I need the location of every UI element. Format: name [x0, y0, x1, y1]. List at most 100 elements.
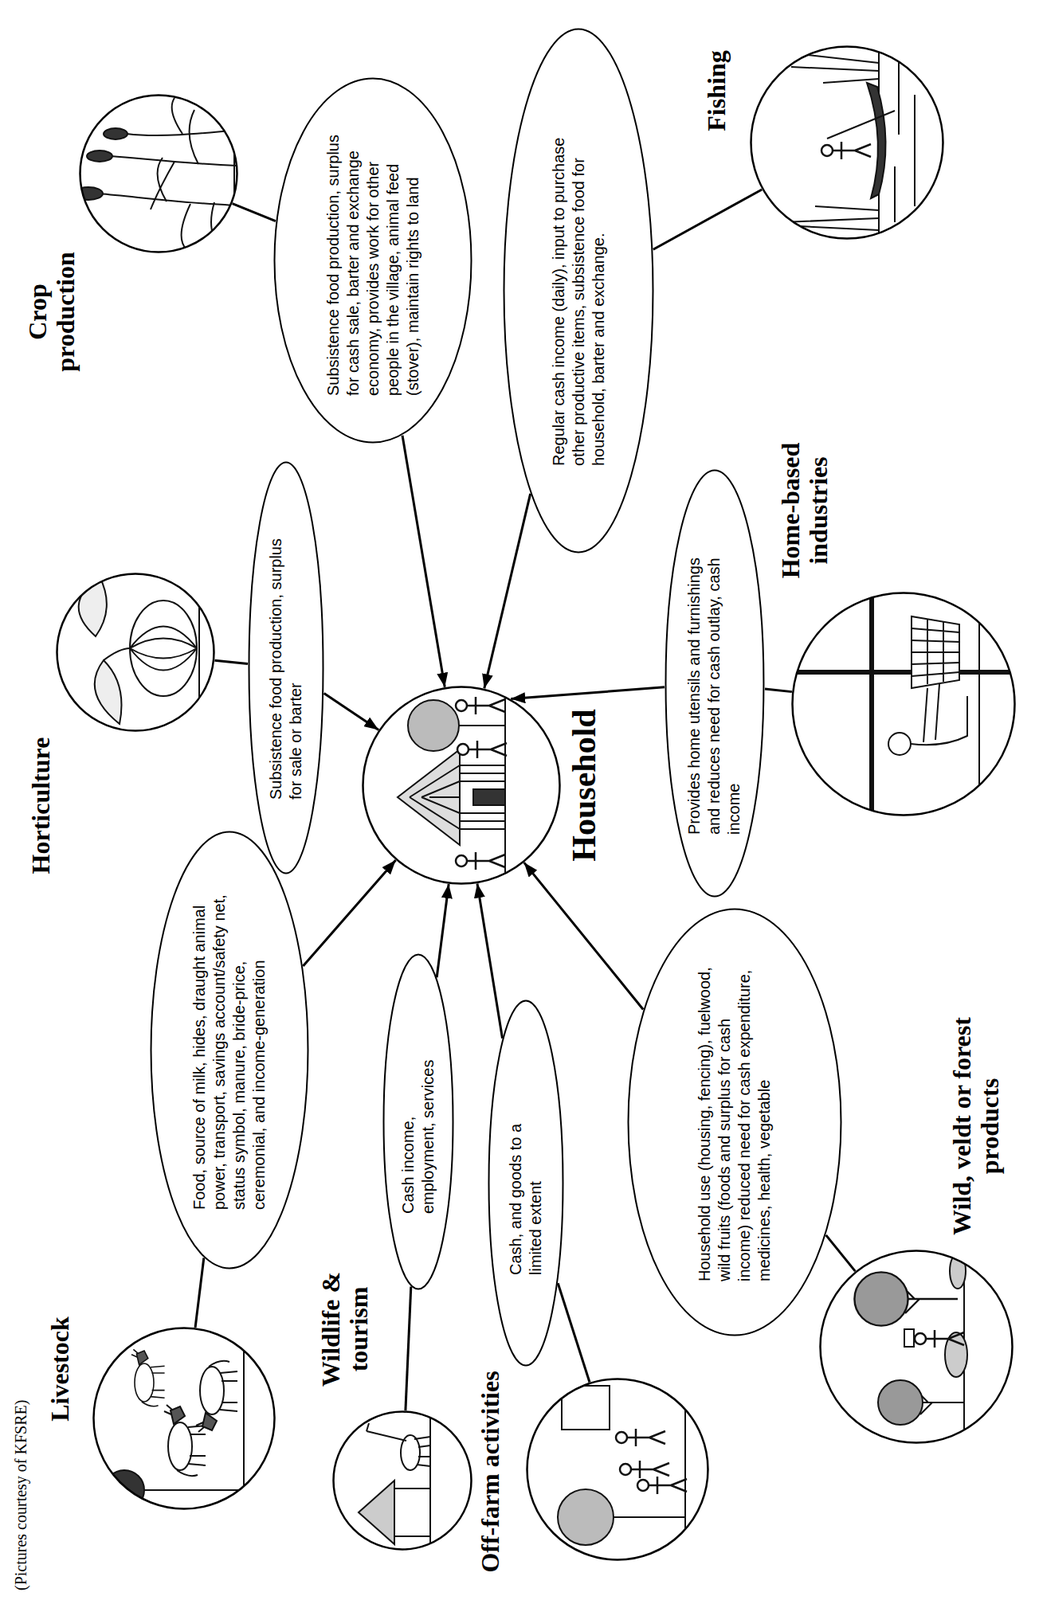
- ellipse-border: [666, 470, 765, 898]
- sketch-part: [949, 1254, 966, 1290]
- sketch-part: [457, 773, 506, 822]
- sketch-part: [821, 141, 871, 160]
- description-text: Food, source of milk, hides, draught ani…: [189, 891, 270, 1211]
- description-text: Household use (housing, fencing), fuelwo…: [694, 963, 775, 1283]
- connector-line: [557, 1283, 590, 1383]
- sketch-part: [164, 1405, 206, 1477]
- description-ellipse: Food, source of milk, hides, draught ani…: [149, 831, 310, 1271]
- description-text: Regular cash income (daily), input to pu…: [548, 115, 609, 467]
- ellipse-outline: [149, 831, 310, 1271]
- sketch-part: [904, 1329, 914, 1348]
- sketch-part: [397, 686, 507, 886]
- sketch-part: [98, 129, 239, 206]
- description-ellipse: Cash income, employment, services: [382, 954, 455, 1292]
- connector-line: [764, 689, 792, 693]
- sketch-part: [888, 733, 911, 756]
- sketch-part: [129, 600, 197, 697]
- description-ellipse: Household use (housing, fencing), fuelwo…: [627, 908, 843, 1337]
- sketch-part: [978, 592, 981, 817]
- sketch-part: [910, 684, 968, 745]
- sketch-part: [783, 45, 915, 240]
- activity-label: Fishing: [702, 39, 731, 143]
- sketch-part: [136, 1489, 244, 1492]
- picture-circle: Wildlife & tourism: [332, 1411, 473, 1552]
- sketch-part: [196, 1361, 238, 1433]
- sketch-part: [74, 94, 239, 254]
- sketch-part: [911, 616, 960, 689]
- sketch-part: [619, 1461, 670, 1479]
- sketch-part: [783, 54, 879, 231]
- description-ellipse: Cash, and goods to a limited extent: [487, 1000, 565, 1369]
- sketch-part: [866, 82, 887, 199]
- sketch-part: [854, 1272, 958, 1326]
- sketch-part: [86, 150, 113, 162]
- sketch-part: [473, 789, 506, 806]
- text-block: Food, source of milk, hides, draught ani…: [189, 891, 270, 1211]
- sketch-part: [854, 1250, 968, 1445]
- description-ellipse: Regular cash income (daily), input to pu…: [502, 27, 655, 554]
- description-text: Cash, and goods to a limited extent: [505, 1092, 546, 1276]
- circle-outline: [361, 686, 561, 886]
- description-ellipse: Provides home utensils and furnishings a…: [664, 469, 765, 898]
- ellipse-border: [504, 29, 654, 553]
- text-block: Provides home utensils and furnishings a…: [684, 532, 745, 836]
- picture-circle: Fishing: [749, 45, 945, 240]
- sketch-part: [397, 686, 507, 886]
- text-block: Cash, and goods to a limited extent: [505, 1092, 546, 1276]
- sketch-part: [358, 1411, 431, 1552]
- sketch-part: [914, 1330, 965, 1349]
- sketch-part: [358, 1481, 395, 1545]
- description-text: Provides home utensils and furnishings a…: [684, 532, 745, 836]
- connector-arrow: [484, 494, 531, 689]
- sketch-part: [455, 697, 506, 715]
- circle-outline: [791, 592, 1016, 817]
- ellipse-border: [384, 955, 454, 1290]
- picture-circle: Home-based industries: [791, 592, 1016, 817]
- description-text: Subsistence food production, surplus for…: [266, 537, 306, 800]
- sketch-part: [394, 1489, 431, 1537]
- sketch-part: [104, 1327, 244, 1511]
- sketch-part: [78, 572, 200, 733]
- circle-outline: [525, 1378, 710, 1562]
- circle-border: [820, 1251, 1013, 1444]
- circle-border: [57, 574, 215, 732]
- sketch-part: [457, 741, 507, 759]
- circle-border: [333, 1412, 472, 1551]
- sketch-part: [150, 98, 219, 250]
- picture-circle: Household: [361, 686, 561, 886]
- sketch-part: [397, 749, 460, 846]
- description-text: Subsistence food production, surplus for…: [323, 125, 424, 396]
- circle-border: [363, 687, 561, 885]
- circle-outline: [92, 1327, 276, 1511]
- sketch-part: [457, 725, 506, 727]
- sketch-part: [557, 1489, 614, 1546]
- sketch-part: [854, 1250, 968, 1445]
- sketch-part: [878, 1380, 965, 1426]
- sketch-part: [198, 572, 200, 733]
- sketch-part: [366, 1423, 431, 1467]
- circle-outline: [55, 572, 216, 733]
- sketch-part: [791, 592, 1016, 817]
- description-ellipse: Subsistence food production, surplus for…: [273, 77, 473, 444]
- sketch-part: [74, 94, 239, 254]
- sketch-part: [233, 94, 236, 254]
- text-block: Cash income, employment, services: [398, 1031, 439, 1215]
- connector-line: [826, 1235, 856, 1272]
- credit-note: (Pictures courtesy of KFSRE): [11, 1400, 31, 1592]
- sketch-part: [557, 1378, 687, 1562]
- sketch-part: [609, 1517, 686, 1519]
- activity-label: Crop production: [23, 242, 80, 382]
- sketch-part: [783, 45, 915, 240]
- activity-label: Off-farm activities: [476, 1356, 505, 1588]
- text-block: Subsistence food production, surplus for…: [323, 125, 424, 396]
- sketch-part: [407, 700, 459, 752]
- sketch-part: [78, 572, 200, 733]
- activity-label: Wild, veldt or forest products: [948, 1007, 1004, 1247]
- circle-outline: [819, 1250, 1014, 1445]
- picture-circle: Wild, veldt or forest products: [819, 1250, 1014, 1445]
- circle-outline: [78, 94, 239, 254]
- connector-arrow: [477, 883, 502, 1039]
- description-ellipse: Subsistence food production, surplus for…: [247, 462, 325, 876]
- connector-arrow: [324, 693, 380, 730]
